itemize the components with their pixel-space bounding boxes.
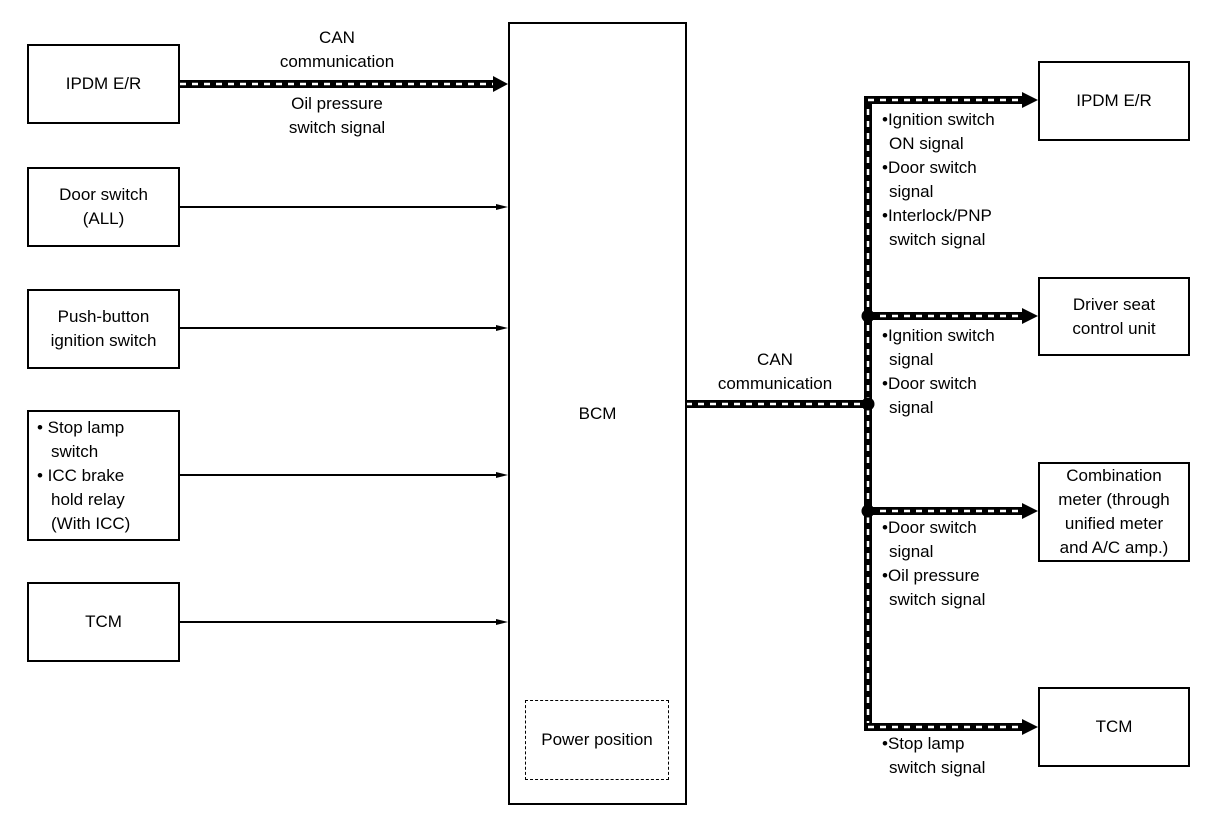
signal-line: •Door switch	[882, 158, 977, 177]
driver-seat-label-line: control unit	[1072, 318, 1156, 338]
signal-line: switch signal	[889, 590, 986, 609]
can-branch-tcm	[864, 719, 1038, 735]
combination-meter-label-line: unified meter	[1064, 514, 1164, 533]
can-branch-driver-seat	[868, 308, 1038, 324]
input-line-door-switch	[180, 204, 508, 210]
push-button-ignition-switch-box: Push-button ignition switch	[27, 289, 180, 369]
junction-dot	[861, 504, 875, 518]
can-bus-right	[686, 97, 872, 727]
can-title-line: communication	[279, 52, 395, 71]
driver-seat-label-line: Driver seat	[1072, 294, 1156, 314]
tcm-input-box: TCM	[27, 582, 180, 662]
signal-line: signal	[889, 398, 934, 417]
can-communication-label-right: CAN communication	[700, 348, 850, 396]
signal-line: •Ignition switch	[882, 326, 995, 345]
bcm-label: BCM	[578, 403, 617, 423]
signal-line: •Ignition switch	[882, 110, 995, 129]
stop-lamp-label-line: hold relay	[51, 489, 125, 509]
signal-line: •Interlock/PNP	[882, 206, 992, 225]
arrowhead-ipdm	[493, 76, 508, 92]
stop-lamp-label-line: • Stop lamp	[37, 417, 125, 437]
can-branch-combination-meter	[868, 503, 1038, 519]
ipdm-er-input-box: IPDM E/R	[27, 44, 180, 124]
signal-line: Oil pressure	[291, 94, 383, 113]
signal-line: ON signal	[889, 134, 964, 153]
power-position-label: Power position	[541, 730, 653, 749]
signal-line: switch signal	[889, 230, 986, 249]
can-line-ipdm-to-bcm	[180, 76, 508, 92]
combination-meter-label-line: Combination	[1066, 466, 1162, 485]
junction-dot	[861, 309, 875, 323]
signal-line: signal	[889, 542, 934, 561]
push-button-label-line: ignition switch	[50, 331, 157, 350]
can-title-line: CAN	[319, 28, 355, 47]
ipdm-er-input-label: IPDM E/R	[65, 74, 142, 93]
tcm-input-label: TCM	[85, 612, 122, 631]
combination-meter-label-line: meter (through	[1058, 490, 1170, 509]
signal-line: •Stop lamp	[882, 734, 965, 753]
oil-pressure-signal-label: Oil pressure switch signal	[262, 92, 412, 140]
can-communication-label-top: CAN communication	[262, 26, 412, 74]
power-position-box: Power position	[525, 700, 669, 780]
signal-line: •Door switch	[882, 374, 977, 393]
input-line-stop-lamp	[180, 472, 508, 478]
tcm-output-box: TCM	[1038, 687, 1190, 767]
junction-dot	[861, 397, 875, 411]
stop-lamp-label-line: (With ICC)	[51, 513, 131, 533]
door-switch-label-line: Door switch	[59, 185, 148, 204]
stop-lamp-label-line: switch	[51, 441, 99, 461]
combination-meter-label-line: and A/C amp.)	[1059, 538, 1169, 557]
driver-seat-signal-list: •Ignition switch signal •Door switch sig…	[882, 324, 995, 420]
signal-line: •Oil pressure	[882, 566, 980, 585]
signal-line: signal	[889, 182, 934, 201]
can-title-line: communication	[717, 374, 833, 393]
signal-line: switch signal	[889, 758, 986, 777]
door-switch-box: Door switch (ALL)	[27, 167, 180, 247]
stop-lamp-icc-box: • Stop lamp switch • ICC brake hold rela…	[27, 410, 180, 541]
input-line-push-button	[180, 325, 508, 331]
stop-lamp-label-line: • ICC brake	[37, 465, 125, 485]
push-button-label-line: Push-button	[57, 307, 150, 326]
can-branch-ipdm	[864, 92, 1038, 108]
tcm-signal-list: •Stop lamp switch signal	[882, 732, 985, 780]
ipdm-er-output-label: IPDM E/R	[1076, 91, 1152, 110]
bcm-box: BCM	[508, 22, 687, 805]
combination-meter-signal-list: •Door switch signal •Oil pressure switch…	[882, 516, 985, 612]
ipdm-signal-list: •Ignition switch ON signal •Door switch …	[882, 108, 995, 252]
signal-line: •Door switch	[882, 518, 977, 537]
ipdm-er-output-box: IPDM E/R	[1038, 61, 1190, 141]
driver-seat-control-unit-box: Driver seat control unit	[1038, 277, 1190, 356]
signal-line: signal	[889, 350, 934, 369]
tcm-output-label: TCM	[1095, 717, 1133, 736]
combination-meter-box: Combination meter (through unified meter…	[1038, 462, 1190, 562]
input-line-tcm	[180, 619, 508, 625]
signal-line: switch signal	[288, 118, 386, 137]
can-title-line: CAN	[757, 350, 793, 369]
door-switch-label-line: (ALL)	[82, 209, 125, 228]
